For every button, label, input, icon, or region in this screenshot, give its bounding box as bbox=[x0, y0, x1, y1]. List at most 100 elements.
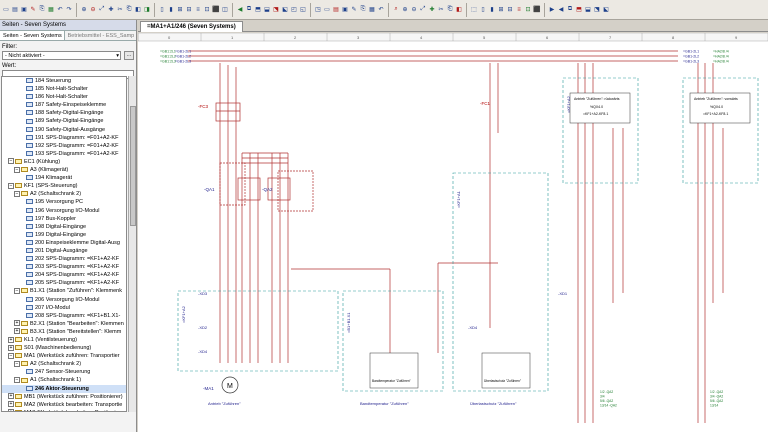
tree-expander-icon[interactable]: + bbox=[8, 336, 14, 343]
filter-options-button[interactable]: ... bbox=[124, 51, 134, 60]
tree-item[interactable]: +KL1 (Ventilsteuerung) bbox=[2, 336, 126, 344]
tree-item[interactable]: −A3 (Klimagerät) bbox=[2, 166, 126, 174]
tree-item[interactable]: +MA3 (Werkstück bearbeiten: Positioniere… bbox=[2, 409, 126, 411]
tree-item[interactable]: 187 Safety-Einspeiseklemme bbox=[2, 101, 126, 109]
tab-devices[interactable]: Betriebsmittel - ESS_Samp bbox=[67, 33, 135, 39]
toolbar-tool-icon[interactable]: ⬕ bbox=[282, 7, 288, 13]
tree-item[interactable]: −A2 (Schaltschrank 2) bbox=[2, 360, 126, 368]
tree-item[interactable]: −EC1 (Kühlung) bbox=[2, 158, 126, 166]
tree-item[interactable]: 185 Not-Halt-Schalter bbox=[2, 85, 126, 93]
scrollbar-thumb[interactable] bbox=[130, 106, 136, 226]
tree-scrollbar[interactable] bbox=[128, 76, 136, 412]
tab-document[interactable]: =MA1+A1/246 (Seven Systems) bbox=[140, 21, 243, 32]
toolbar-tool-icon[interactable]: ◱ bbox=[300, 7, 306, 13]
toolbar-tool-icon[interactable]: ✎ bbox=[351, 7, 357, 13]
toolbar-tool-icon[interactable]: ⊞ bbox=[177, 7, 183, 13]
tree-expander-icon[interactable]: + bbox=[14, 328, 20, 335]
tree-item[interactable]: 205 SPS-Diagramm: =KF1+A2-KF bbox=[2, 279, 126, 287]
toolbar-tool-icon[interactable]: ⎘ bbox=[39, 6, 45, 12]
toolbar-tool-icon[interactable]: ⎘ bbox=[360, 6, 366, 12]
tree-item[interactable]: 186 Not-Halt-Schalter bbox=[2, 93, 126, 101]
tree-item[interactable]: 197 Bus-Koppler bbox=[2, 215, 126, 223]
tab-pages[interactable]: Seiten - Seven Systems bbox=[0, 31, 65, 40]
toolbar-tool-icon[interactable]: ◰ bbox=[291, 7, 297, 13]
tree-item[interactable]: 190 Safety-Digital-Ausgänge bbox=[2, 126, 126, 134]
toolbar-tool-icon[interactable]: ⊟ bbox=[507, 7, 513, 13]
toolbar-tool-icon[interactable]: ⬓ bbox=[264, 7, 270, 13]
toolbar-tool-icon[interactable]: ▣ bbox=[342, 7, 348, 13]
tree-item[interactable]: −A2 (Schaltschrank 2) bbox=[2, 190, 126, 198]
tree-expander-icon[interactable]: + bbox=[8, 409, 14, 411]
tree-item[interactable]: 207 I/O-Modul bbox=[2, 304, 126, 312]
toolbar-tool-icon[interactable]: ✂ bbox=[117, 7, 123, 13]
tree-item[interactable]: +MA2 (Werkstück bearbeiten: Transportie bbox=[2, 401, 126, 409]
tree-item[interactable]: +S01 (Maschinenbedienung) bbox=[2, 344, 126, 352]
toolbar-tool-icon[interactable]: ✎ bbox=[30, 7, 36, 13]
toolbar-tool-icon[interactable]: ▦ bbox=[48, 7, 54, 13]
tree-item[interactable]: 202 SPS-Diagramm: =KF1+A2-KF bbox=[2, 255, 126, 263]
toolbar-tool-icon[interactable]: ⬛ bbox=[533, 7, 541, 13]
toolbar-tool-icon[interactable]: ⬔ bbox=[273, 7, 279, 13]
tree-expander-icon[interactable]: − bbox=[8, 158, 14, 165]
tree-item[interactable]: −B1.X1 (Station "Zuführen": Klemmenk bbox=[2, 287, 126, 295]
filter-select[interactable]: - Nicht aktiviert - bbox=[2, 51, 121, 60]
tree-item[interactable]: +MB1 (Werkstück zuführen: Positionierer) bbox=[2, 393, 126, 401]
tree-item[interactable]: 191 SPS-Diagramm: =F01+A2-KF bbox=[2, 134, 126, 142]
tree-item[interactable]: 198 Digital-Eingänge bbox=[2, 223, 126, 231]
tree-item[interactable]: 246 Aktor-Steuerung bbox=[2, 384, 126, 393]
tree-expander-icon[interactable]: + bbox=[14, 320, 20, 327]
toolbar-tool-icon[interactable]: ⌕ bbox=[394, 6, 398, 12]
tree-expander-icon[interactable]: − bbox=[14, 287, 20, 294]
toolbar-tool-icon[interactable]: ⊡ bbox=[204, 7, 210, 13]
toolbar-tool-icon[interactable]: ✚ bbox=[429, 7, 435, 13]
toolbar-tool-icon[interactable]: ▤ bbox=[12, 7, 18, 13]
toolbar-tool-icon[interactable]: ◫ bbox=[222, 7, 228, 13]
toolbar-tool-icon[interactable]: ✂ bbox=[438, 7, 444, 13]
tree-item[interactable]: 201 Digital-Ausgänge bbox=[2, 247, 126, 255]
toolbar-tool-icon[interactable]: ▶ bbox=[549, 7, 555, 13]
toolbar-tool-icon[interactable]: ⎗ bbox=[447, 6, 453, 12]
toolbar-tool-icon[interactable]: ✚ bbox=[108, 7, 114, 13]
tree-item[interactable]: 184 Steuerung bbox=[2, 77, 126, 85]
toolbar-tool-icon[interactable]: ▯ bbox=[160, 7, 164, 13]
tree-item[interactable]: 247 Sensor-Steuerung bbox=[2, 368, 126, 376]
toolbar-tool-icon[interactable]: ⬛ bbox=[212, 7, 220, 13]
toolbar-tool-icon[interactable]: ⬚ bbox=[471, 7, 477, 13]
toolbar-tool-icon[interactable]: ⧉ bbox=[567, 6, 573, 12]
tree-expander-icon[interactable]: − bbox=[8, 182, 14, 189]
toolbar-tool-icon[interactable]: ◀ bbox=[237, 7, 243, 13]
tree-item[interactable]: 199 Digital-Eingänge bbox=[2, 231, 126, 239]
toolbar-tool-icon[interactable]: ⬒ bbox=[255, 7, 261, 13]
toolbar-tool-icon[interactable]: ⬒ bbox=[576, 7, 582, 13]
toolbar-tool-icon[interactable]: ◀ bbox=[558, 7, 564, 13]
toolbar-tool-icon[interactable]: ◧ bbox=[456, 7, 462, 13]
toolbar-tool-icon[interactable]: ⊞ bbox=[498, 7, 504, 13]
tree-item[interactable]: −A1 (Schaltschrank 1) bbox=[2, 376, 126, 384]
tree-expander-icon[interactable]: − bbox=[14, 166, 20, 173]
toolbar-tool-icon[interactable]: ◧ bbox=[135, 7, 141, 13]
tree-expander-icon[interactable]: + bbox=[8, 393, 14, 400]
toolbar-tool-icon[interactable]: ≡ bbox=[517, 6, 521, 13]
toolbar-tool-icon[interactable]: ↶ bbox=[378, 7, 384, 13]
tree-item[interactable]: 208 SPS-Diagramm: =KF1+B1.X1- bbox=[2, 312, 126, 320]
toolbar-tool-icon[interactable]: ⊖ bbox=[90, 7, 96, 13]
tree-item[interactable]: 203 SPS-Diagramm: =KF1+A2-KF bbox=[2, 263, 126, 271]
toolbar-tool-icon[interactable]: ↶ bbox=[57, 7, 63, 13]
toolbar-tool-icon[interactable]: ◨ bbox=[144, 7, 150, 13]
tree-item[interactable]: +B2.X1 (Station "Bearbeiten": Klemmen bbox=[2, 320, 126, 328]
tree-item[interactable]: 193 SPS-Diagramm: =F01+A2-KF bbox=[2, 150, 126, 158]
tree-expander-icon[interactable]: − bbox=[14, 190, 20, 197]
tree-expander-icon[interactable]: + bbox=[8, 344, 14, 351]
toolbar-tool-icon[interactable]: ▮ bbox=[169, 7, 173, 13]
tree-expander-icon[interactable]: + bbox=[8, 401, 14, 408]
tree-expander-icon[interactable]: − bbox=[8, 352, 14, 359]
toolbar-tool-icon[interactable]: ⤢ bbox=[420, 6, 426, 12]
toolbar-tool-icon[interactable]: ◳ bbox=[315, 7, 321, 13]
toolbar-tool-icon[interactable]: ⬓ bbox=[585, 7, 591, 13]
tree-expander-icon[interactable]: − bbox=[14, 360, 20, 367]
toolbar-tool-icon[interactable]: ▤ bbox=[333, 7, 339, 13]
toolbar-tool-icon[interactable]: ▯ bbox=[481, 7, 485, 13]
toolbar-tool-icon[interactable]: ⧉ bbox=[246, 6, 252, 12]
toolbar-tool-icon[interactable]: ▦ bbox=[369, 7, 375, 13]
